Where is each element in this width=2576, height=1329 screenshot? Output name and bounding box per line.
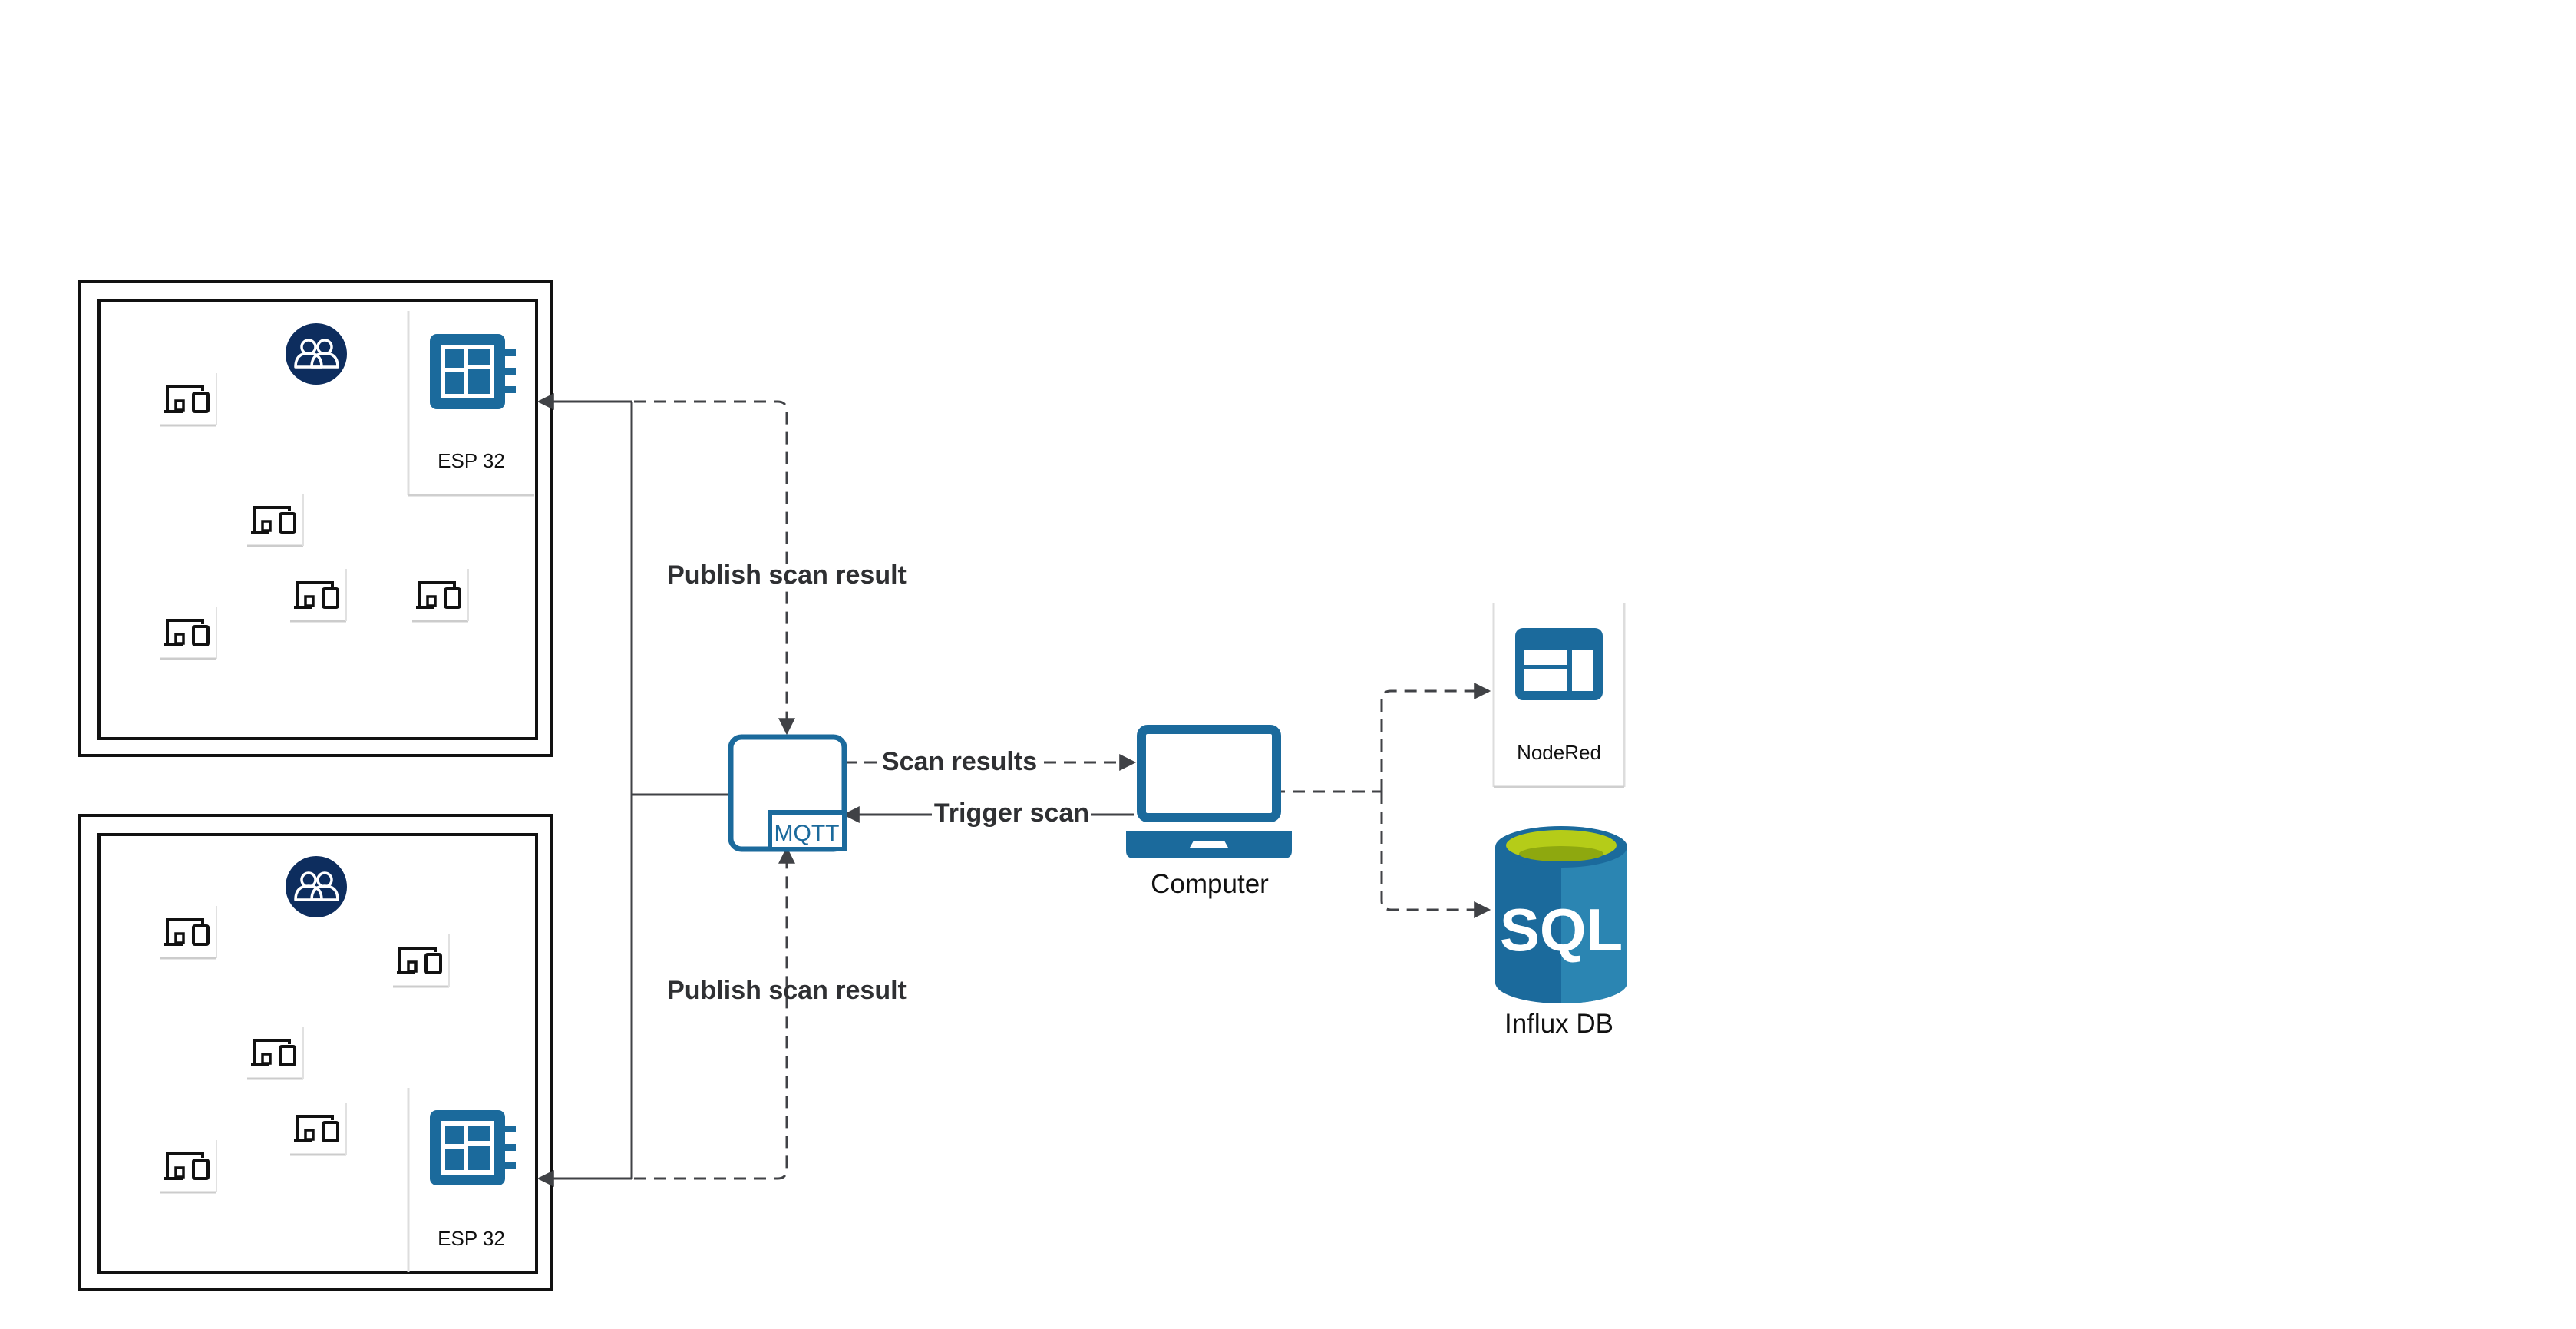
connectors — [537, 393, 1491, 1187]
laptop-icon — [1126, 725, 1292, 858]
influx-label: Influx DB — [1504, 1009, 1613, 1039]
label-publish-top: Publish scan result — [667, 560, 907, 590]
link-mqtt-esp-solid — [539, 400, 729, 1180]
esp32-node-top: ESP 32 — [407, 311, 534, 497]
computer-label: Computer — [1151, 869, 1269, 899]
link-publish-top — [554, 400, 788, 733]
nodered-label: NodeRed — [1517, 741, 1601, 764]
sensor-area-bottom: ESP 32 — [78, 814, 553, 1291]
influx-db-node: SQL Influx DB — [1495, 826, 1627, 1039]
mqtt-label: MQTT — [774, 821, 840, 846]
devices-icon — [243, 489, 306, 549]
group-icon — [284, 322, 348, 386]
mqtt-broker-icon: MQTT — [728, 734, 847, 852]
computer-node: Computer — [1126, 725, 1292, 899]
sql-label: SQL — [1500, 896, 1623, 964]
esp32-board-icon — [430, 334, 516, 409]
label-publish-bottom: Publish scan result — [667, 976, 907, 1005]
nodered-node: NodeRed — [1492, 603, 1626, 788]
devices-icon — [408, 564, 471, 624]
devices-icon — [286, 564, 349, 624]
sql-database-icon: SQL — [1495, 826, 1627, 1003]
devices-icon — [157, 369, 220, 428]
label-trigger-scan: Trigger scan — [934, 798, 1089, 828]
link-publish-bottom — [554, 848, 788, 1180]
esp32-node-bottom: ESP 32 — [407, 1088, 516, 1272]
esp32-label-top: ESP 32 — [438, 449, 505, 472]
link-computer-outputs — [1273, 689, 1489, 911]
devices-icon — [157, 901, 220, 961]
group-icon — [284, 855, 348, 919]
devices-icon — [157, 602, 220, 662]
esp32-label-bottom: ESP 32 — [438, 1227, 505, 1250]
nodered-dashboard-icon — [1515, 628, 1603, 700]
esp32-board-icon — [430, 1110, 516, 1185]
label-scan-results: Scan results — [882, 747, 1037, 776]
devices-icon — [389, 930, 452, 990]
edge-labels: Publish scan result Publish scan result … — [667, 560, 1091, 1005]
sensor-area-top: ESP 32 — [78, 280, 553, 757]
devices-icon — [243, 1022, 306, 1082]
devices-icon — [157, 1136, 220, 1195]
devices-icon — [286, 1098, 349, 1158]
